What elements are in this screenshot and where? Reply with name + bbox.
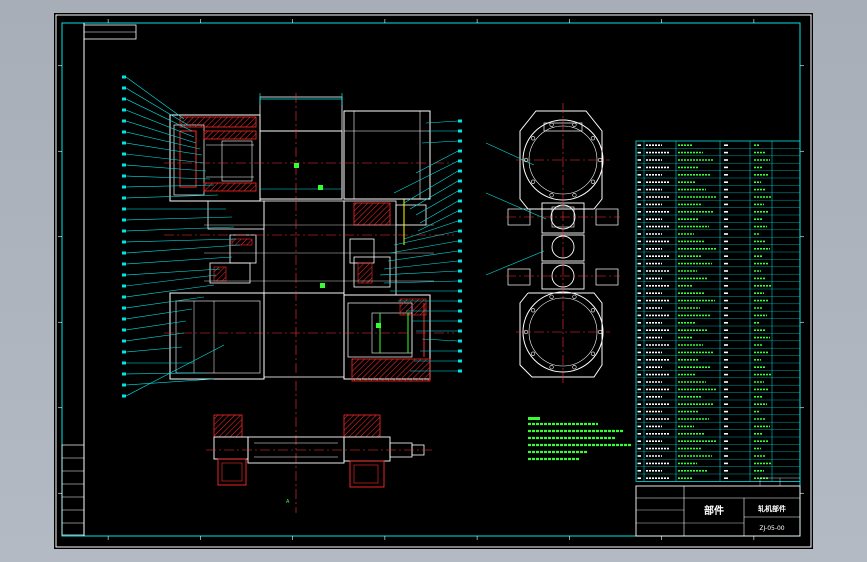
zone-ticks [58,19,804,540]
section-label-a: A [286,499,290,505]
title-block [635,477,801,537]
technical-notes [528,417,632,461]
parts-list-table [635,140,801,482]
title-drawing-code: ZJ-05-00 [759,525,784,532]
section-view-main [164,93,454,513]
title-drawing-name: 轧机部件 [758,504,786,513]
outer-border [55,14,812,548]
shaft-detail-view [206,414,434,488]
drawing-sheet[interactable]: A [54,13,813,549]
part-leader-lines [122,75,462,398]
revision-strip [61,444,85,536]
end-view [485,103,620,385]
title-part-label: 部件 [704,504,724,517]
assembly-drawing: A [55,14,812,548]
